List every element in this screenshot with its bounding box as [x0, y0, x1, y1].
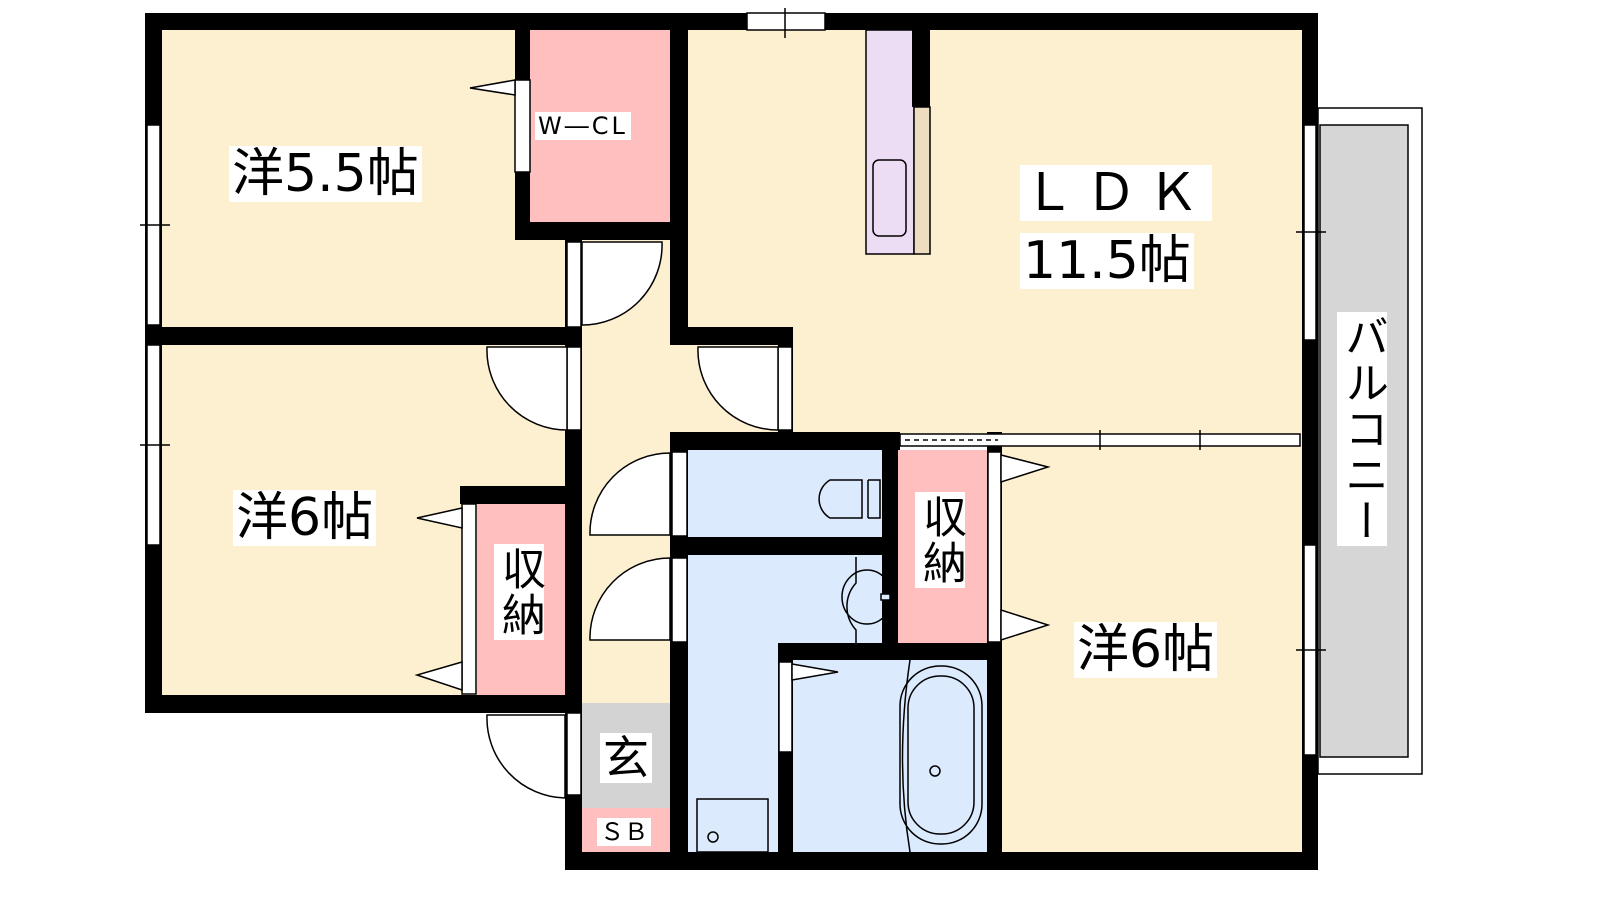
toilet-floor: [688, 450, 882, 538]
washing-machine-space: [696, 798, 769, 853]
fixtures: [696, 479, 983, 853]
storage-left-label: 収納: [494, 544, 545, 640]
toilet-icon: [818, 479, 881, 519]
bedroom-2-label: 洋6帖: [233, 490, 377, 546]
doors: [414, 79, 1051, 799]
storage-right-label: 収納: [915, 492, 966, 588]
bedroom-1-label: 洋5.5帖: [229, 146, 422, 202]
balcony-label: バルコニー: [1337, 312, 1388, 546]
basin-icon: [841, 569, 893, 625]
sink-icon: [872, 159, 907, 237]
shoe-box-label: ＳＢ: [597, 818, 651, 846]
bedroom-3-label: 洋6帖: [1074, 622, 1218, 678]
ldk-size-label: 11.5帖: [1020, 233, 1194, 289]
walk-in-closet-label: W―CL: [535, 112, 631, 140]
washbasin-icon: [846, 557, 857, 643]
bathroom-floor: [793, 660, 987, 852]
ldk-name-label: ＬＤＫ: [1020, 165, 1213, 221]
entrance-label: 玄: [600, 733, 652, 783]
bathtub-icon: [899, 665, 983, 845]
kitchen-backsplash: [913, 106, 931, 255]
